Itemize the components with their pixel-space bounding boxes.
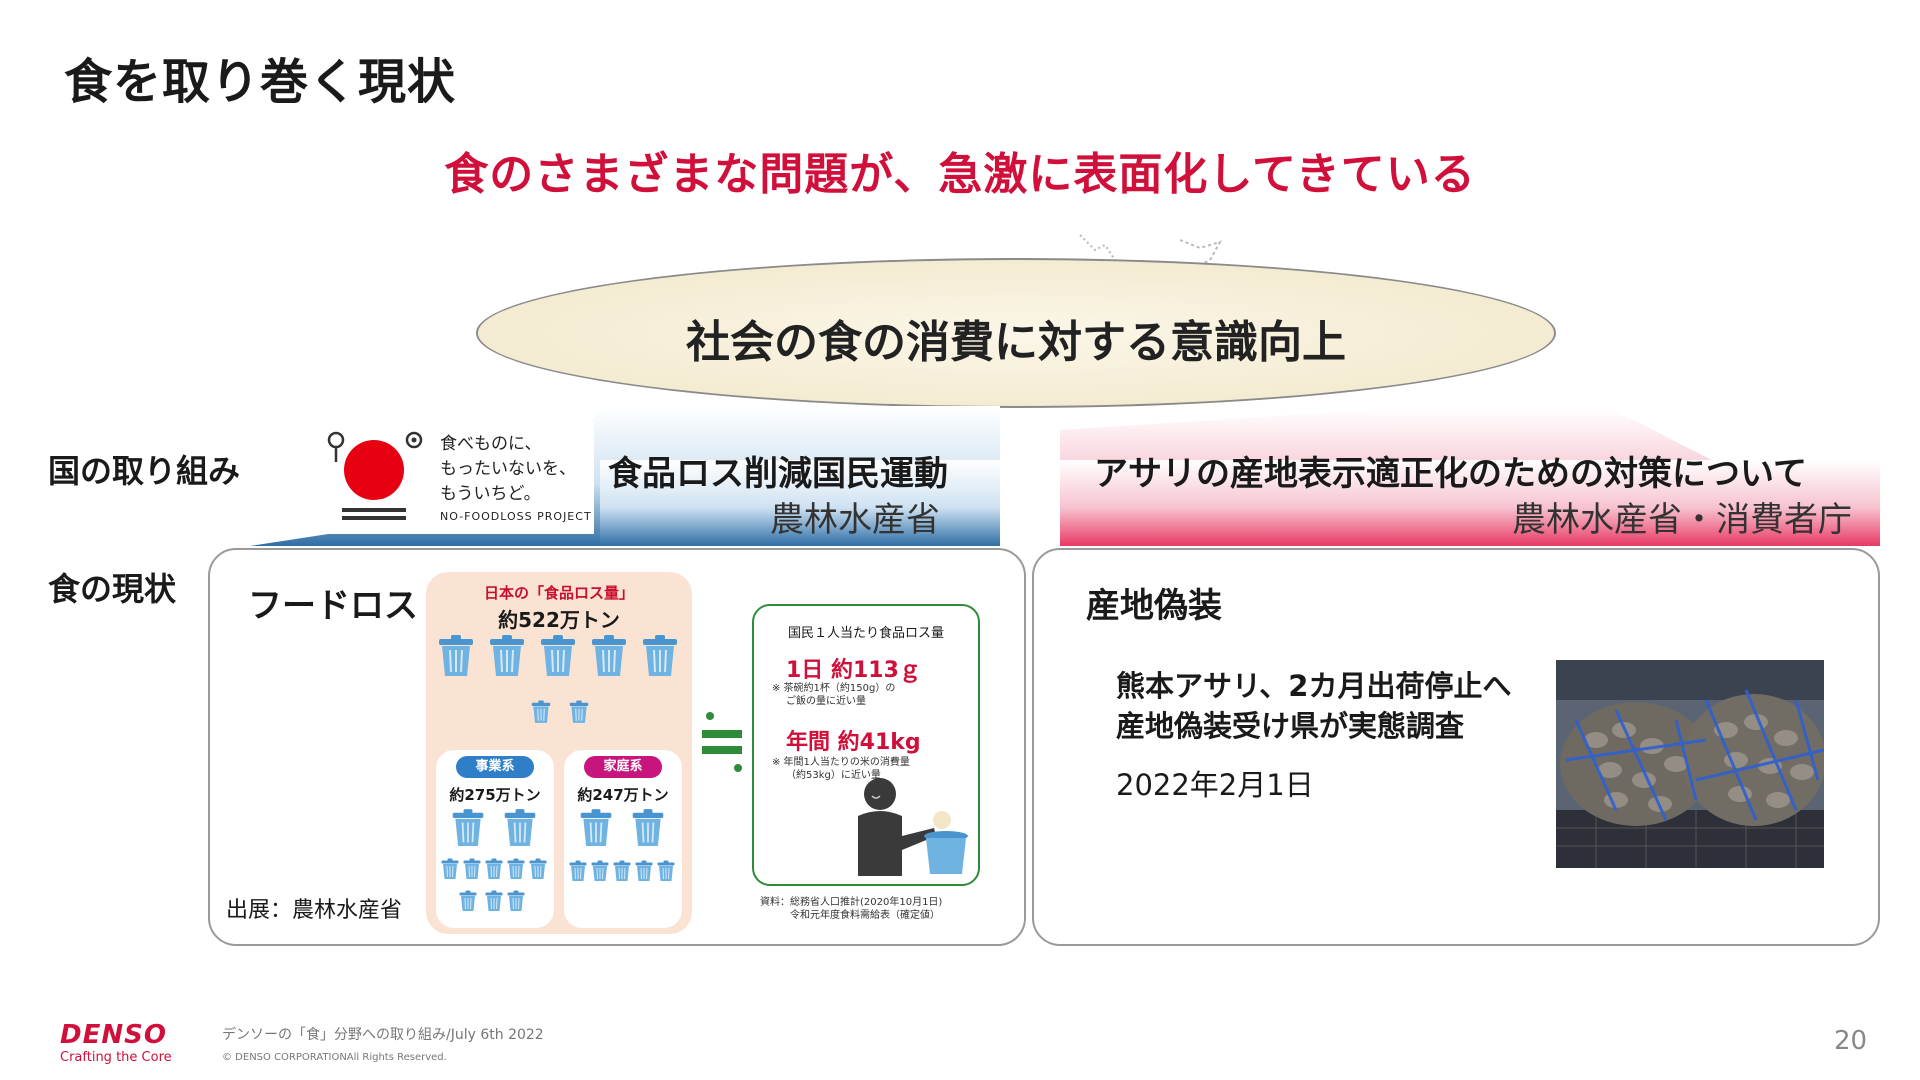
data-source-line-1: 資料：総務省人口推計(2020年10月1日) [760, 897, 943, 908]
policy-banner [1060, 408, 1880, 546]
foodloss-heading: フードロス [248, 586, 418, 626]
row-label-government: 国の取り組み [48, 452, 241, 490]
footer-document-title: デンソーの「食」分野への取り組み/July 6th 2022 [222, 1027, 544, 1043]
logo-project-name: NO-FOODLOSS PROJECT [440, 510, 592, 523]
row-label-current: 食の現状 [48, 570, 177, 608]
campaign-org: 農林水産省 [770, 500, 940, 540]
page-number: 20 [1834, 1026, 1868, 1056]
origin-fraud-heading: 産地偽装 [1086, 586, 1222, 626]
business-pill: 事業系 [456, 756, 534, 778]
daily-note: ※ 茶碗約1杯（約150g）の ご飯の量に近い量 [772, 682, 895, 708]
per-person-title: 国民１人当たり食品ロス量 [787, 626, 944, 641]
business-bins [441, 808, 547, 912]
news-headline: 熊本アサリ、2カ月出荷停止へ 産地偽装受け県が実態調査 [1116, 666, 1511, 746]
person-discarding-food-icon [858, 778, 968, 876]
household-pill: 家庭系 [584, 756, 662, 778]
household-box [564, 750, 682, 928]
daily-amount: 1日 約113ｇ [786, 658, 921, 683]
daily-note-line-1: ※ 茶碗約1杯（約150g）の [772, 683, 896, 694]
no-foodloss-logo-mark [327, 431, 423, 520]
yearly-amount: 年間 約41kg [786, 730, 921, 755]
daily-note-line-2: ご飯の量に近い量 [786, 696, 866, 707]
campaign-title: 食品ロス削減国民運動 [608, 454, 948, 494]
denso-logo: DENSO [60, 1020, 167, 1050]
yearly-note-line-1: ※ 年間1人当たりの米の消費量 [772, 757, 910, 768]
foodloss-source: 出展：農林水産省 [226, 898, 403, 923]
no-foodloss-logo [322, 422, 594, 534]
logo-line-3: もういちど。 [440, 484, 541, 504]
news-line-1: 熊本アサリ、2カ月出荷停止へ [1116, 669, 1512, 703]
yearly-note: ※ 年間1人当たりの米の消費量 （約53kg）に近い量 [772, 756, 910, 782]
business-amount: 約275万トン [449, 786, 541, 804]
household-bins [569, 808, 675, 882]
logo-line-2: もったいないを、 [440, 459, 576, 479]
news-line-2: 産地偽装受け県が実態調査 [1116, 709, 1465, 743]
data-source: 資料：総務省人口推計(2020年10月1日) 令和元年度食料需給表（確定値） [760, 896, 942, 922]
info-total: 約522万トン [498, 608, 620, 632]
clam-photo [1556, 660, 1824, 868]
headline: 食のさまざまな問題が、急激に表面化してきている [444, 149, 1476, 200]
campaign-banner [250, 406, 1000, 546]
clam-photo-image [1556, 660, 1824, 868]
total-bins [438, 634, 678, 724]
policy-title: アサリの産地表示適正化のための対策について [1094, 454, 1807, 494]
logo-line-1: 食べものに、 [440, 434, 542, 454]
yearly-note-line-2: （約53kg）に近い量 [786, 770, 881, 781]
denso-tagline: Crafting the Core [60, 1050, 172, 1065]
consumer-awareness-oval [476, 258, 1556, 408]
policy-org: 農林水産省・消費者庁 [1512, 500, 1852, 540]
info-title: 日本の「食品ロス量」 [483, 584, 634, 602]
household-amount: 約247万トン [577, 786, 669, 804]
footer-copyright: © DENSO CORPORATIONAll Rights Reserved. [222, 1052, 447, 1063]
data-source-line-2: 令和元年度食料需給表（確定値） [790, 910, 940, 921]
logo-text: 食べものに、 もったいないを、 もういちど。 [440, 432, 576, 507]
page-title: 食を取り巻く現状 [64, 54, 457, 110]
equals-icon [702, 712, 742, 772]
oval-text: 社会の食の消費に対する意識向上 [686, 317, 1346, 368]
news-date: 2022年2月1日 [1116, 768, 1314, 802]
